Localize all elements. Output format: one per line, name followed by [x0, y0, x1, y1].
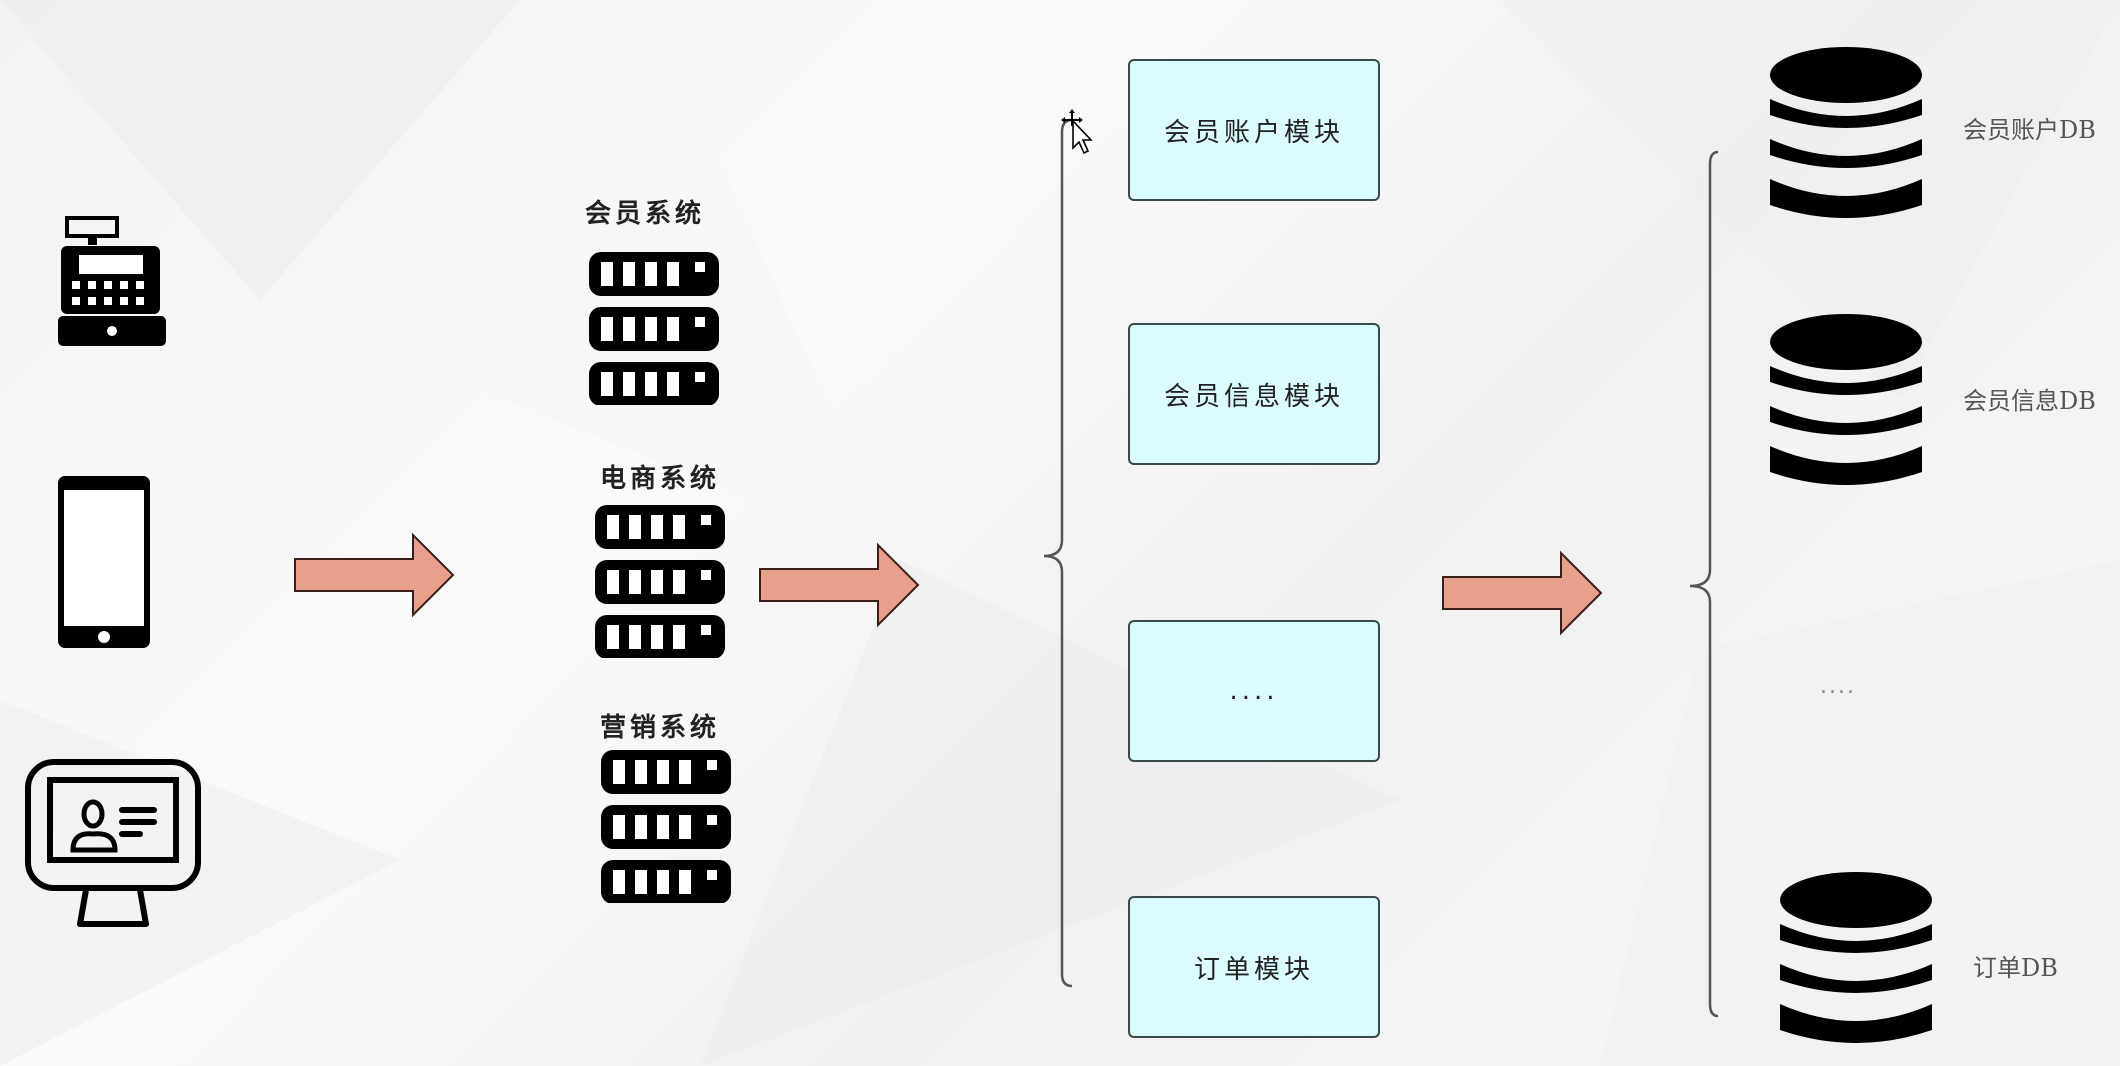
server-stack-icon — [589, 252, 719, 405]
module-member-info[interactable]: 会员信息模块 — [1128, 323, 1380, 465]
server-unit — [601, 805, 731, 849]
monitor-user-icon — [25, 759, 201, 927]
server-unit — [595, 560, 725, 604]
database-label: 订单DB — [1973, 954, 2058, 982]
database-icon — [1780, 872, 1932, 1043]
database-band — [1770, 446, 1922, 485]
flow-arrow-modules-to-databases — [1440, 550, 1604, 636]
database-member-info[interactable] — [1768, 312, 1924, 492]
client-desktop[interactable] — [24, 758, 202, 930]
client-cash-register[interactable] — [55, 215, 170, 350]
module-more[interactable]: .... — [1128, 620, 1380, 762]
server-unit — [595, 505, 725, 549]
server-stack-icon — [595, 505, 725, 658]
server-unit — [601, 860, 731, 903]
system-label: 电商系统 — [600, 464, 721, 494]
server-stack-icon — [601, 750, 731, 903]
database-band — [1780, 964, 1932, 993]
database-band — [1780, 924, 1932, 953]
server-group-ecommerce[interactable] — [593, 503, 728, 658]
module-order[interactable]: 订单模块 — [1128, 896, 1380, 1038]
client-smartphone[interactable] — [56, 474, 152, 650]
database-band — [1770, 99, 1922, 128]
database-band — [1770, 366, 1922, 395]
server-unit — [595, 615, 725, 658]
flow-arrow-systems-to-modules — [757, 542, 921, 628]
module-member-account[interactable]: 会员账户模块 — [1128, 59, 1380, 201]
module-group-brace — [1036, 118, 1076, 988]
database-band — [1770, 139, 1922, 168]
database-group-brace — [1682, 150, 1722, 1020]
database-more-ellipsis: .... — [1820, 674, 1856, 699]
database-label: 会员账户DB — [1963, 116, 2096, 144]
database-icon — [1770, 47, 1922, 218]
database-band — [1770, 179, 1922, 218]
smartphone-icon — [58, 476, 150, 648]
database-member-account[interactable] — [1768, 45, 1924, 225]
database-label: 会员信息DB — [1963, 387, 2096, 415]
database-top — [1780, 872, 1932, 928]
system-label: 会员系统 — [585, 199, 706, 229]
server-unit — [589, 252, 719, 296]
server-group-member[interactable] — [587, 250, 722, 405]
database-band — [1770, 406, 1922, 435]
server-unit — [589, 362, 719, 405]
server-group-marketing[interactable] — [599, 748, 734, 903]
mouse-cursor-move — [1060, 108, 1096, 156]
database-order[interactable] — [1778, 870, 1934, 1050]
flow-arrow-clients-to-systems — [292, 532, 456, 618]
database-top — [1770, 314, 1922, 370]
database-icon — [1770, 314, 1922, 485]
server-unit — [601, 750, 731, 794]
database-top — [1770, 47, 1922, 103]
server-unit — [589, 307, 719, 351]
system-label: 营销系统 — [600, 713, 721, 743]
cash-register-icon — [58, 216, 166, 346]
database-band — [1780, 1004, 1932, 1043]
